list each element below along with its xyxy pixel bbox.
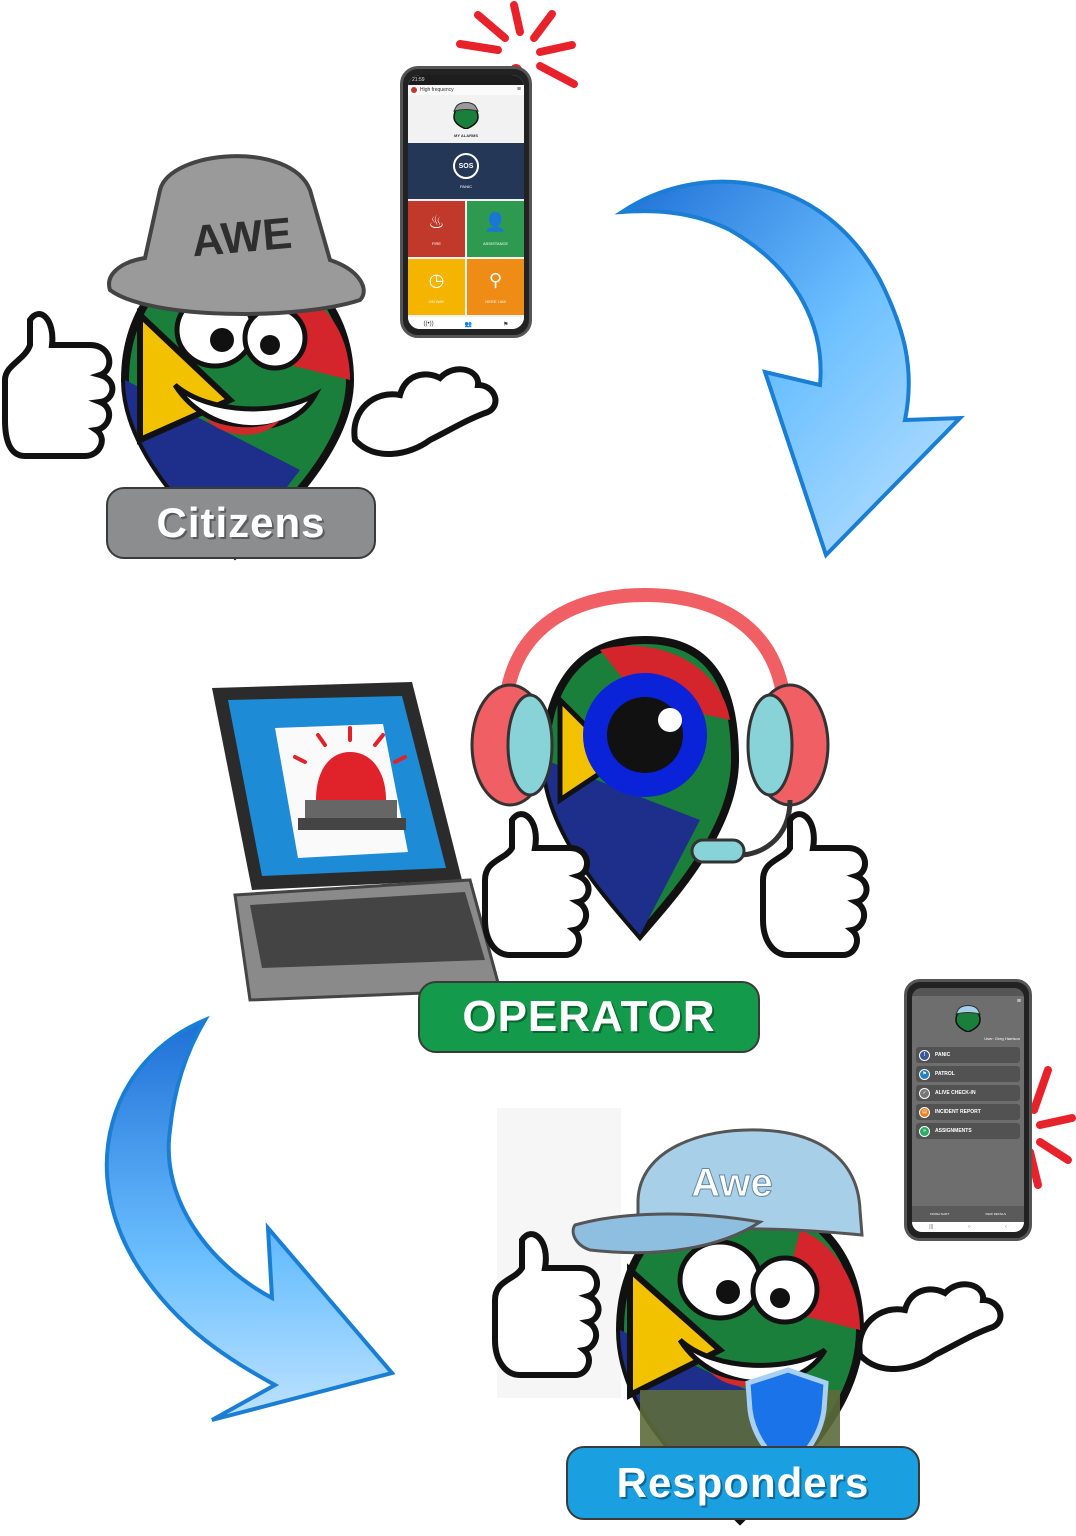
alarm-tiles: ♨ FIRE 👤 ASSISTANCE ◷ ON WAY ⚲ HERE I AM: [408, 199, 524, 317]
citizen-hat-text: AWE: [190, 209, 294, 267]
tile-here-i-am[interactable]: ⚲ HERE I AM: [467, 259, 524, 315]
sos-button[interactable]: SOS: [453, 153, 479, 179]
menu-item-alive-check-in[interactable]: ✓ ALIVE CHECK-IN: [916, 1085, 1020, 1101]
tile-label: FIRE: [431, 241, 442, 246]
tile-fire[interactable]: ♨ FIRE: [408, 201, 465, 257]
responder-phone-screen: ≡ User: Greg Harrison ! PANIC ⚑ PATROL ✓…: [912, 988, 1024, 1232]
menu-item-assignments[interactable]: » ASSIGNMENTS: [916, 1123, 1020, 1139]
section-title: MY ALARMS: [454, 133, 478, 138]
panic-tile[interactable]: SOS PANIC: [408, 143, 524, 199]
view-details-button[interactable]: VIEW DETAILS: [985, 1212, 1007, 1216]
mascot-logo: ≡: [912, 996, 1024, 1036]
responder-phone: ≡ User: Greg Harrison ! PANIC ⚑ PATROL ✓…: [904, 979, 1032, 1241]
laptop: [212, 682, 502, 1002]
menu-item-panic[interactable]: ! PANIC: [916, 1047, 1020, 1063]
incident-report-icon: ▤: [919, 1106, 930, 1118]
alert-burst-icon: [456, 1, 578, 88]
person-icon: 👤: [484, 212, 507, 232]
app-name: High frequency: [420, 87, 454, 93]
citizen-mascot: [2, 154, 499, 561]
panic-icon: !: [919, 1049, 930, 1061]
tile-on-way[interactable]: ◷ ON WAY: [408, 259, 465, 315]
bottom-toolbar: ((•)) 👥 ⚑: [408, 317, 524, 329]
siren-icon: [293, 726, 407, 830]
broadcast-icon[interactable]: ((•)): [423, 321, 434, 327]
status-bar: [912, 988, 1024, 996]
recent-apps-icon[interactable]: |||: [929, 1224, 934, 1230]
arrow-citizens-to-operator: [614, 179, 965, 559]
responder-cap-text: Awe: [691, 1161, 773, 1205]
menu-item-incident-report[interactable]: ▤ INCIDENT REPORT: [916, 1104, 1020, 1120]
mascot-logo-icon: [955, 1005, 981, 1032]
operator-label: OPERATOR: [418, 981, 760, 1053]
panic-caption: PANIC: [460, 184, 472, 189]
tile-assistance[interactable]: 👤 ASSISTANCE: [467, 201, 524, 257]
menu-item-label: PANIC: [935, 1052, 951, 1058]
menu-item-label: PATROL: [935, 1071, 955, 1077]
home-icon[interactable]: ○: [967, 1224, 971, 1230]
mascot-logo: [408, 95, 524, 133]
citizen-phone: 21:59 High frequency ≡ MY ALARMS SOS PAN…: [400, 66, 532, 338]
fire-icon: ♨: [428, 212, 445, 232]
finish-shift-button[interactable]: FINISH SHIFT: [929, 1212, 950, 1216]
app-logo-icon: [411, 87, 417, 93]
status-bar: 21:59: [408, 75, 524, 85]
menu-item-label: ASSIGNMENTS: [935, 1128, 972, 1134]
menu-icon[interactable]: ≡: [1016, 998, 1021, 1005]
assignments-icon: »: [919, 1125, 930, 1137]
tile-label: HERE I AM: [485, 299, 506, 304]
tower-icon[interactable]: ⚑: [503, 321, 509, 328]
back-icon[interactable]: ‹: [1005, 1224, 1007, 1230]
app-bar: High frequency ≡: [408, 85, 524, 95]
location-pin-icon: ⚲: [488, 270, 503, 290]
menu-item-label: ALIVE CHECK-IN: [935, 1090, 976, 1096]
timer-icon: ◷: [428, 270, 445, 290]
footer-actions: FINISH SHIFT VIEW DETAILS: [912, 1206, 1024, 1222]
tile-label: ASSISTANCE: [482, 241, 509, 246]
tile-label: ON WAY: [428, 299, 445, 304]
arrow-operator-to-responders: [104, 1015, 396, 1422]
responders-label: Responders: [566, 1446, 920, 1520]
menu-item-label: INCIDENT REPORT: [935, 1109, 981, 1115]
citizens-label: Citizens: [106, 487, 376, 559]
check-in-icon: ✓: [919, 1087, 930, 1099]
menu-icon[interactable]: ≡: [516, 86, 521, 93]
system-nav: ||| ○ ‹: [912, 1222, 1024, 1232]
user-name: User: Greg Harrison: [984, 1036, 1020, 1041]
operator-mascot: [470, 587, 870, 958]
group-icon[interactable]: 👥: [464, 321, 473, 328]
mascot-logo-icon: [453, 102, 479, 129]
menu-item-patrol[interactable]: ⚑ PATROL: [916, 1066, 1020, 1082]
citizen-phone-screen: 21:59 High frequency ≡ MY ALARMS SOS PAN…: [408, 75, 524, 329]
patrol-icon: ⚑: [919, 1068, 930, 1080]
